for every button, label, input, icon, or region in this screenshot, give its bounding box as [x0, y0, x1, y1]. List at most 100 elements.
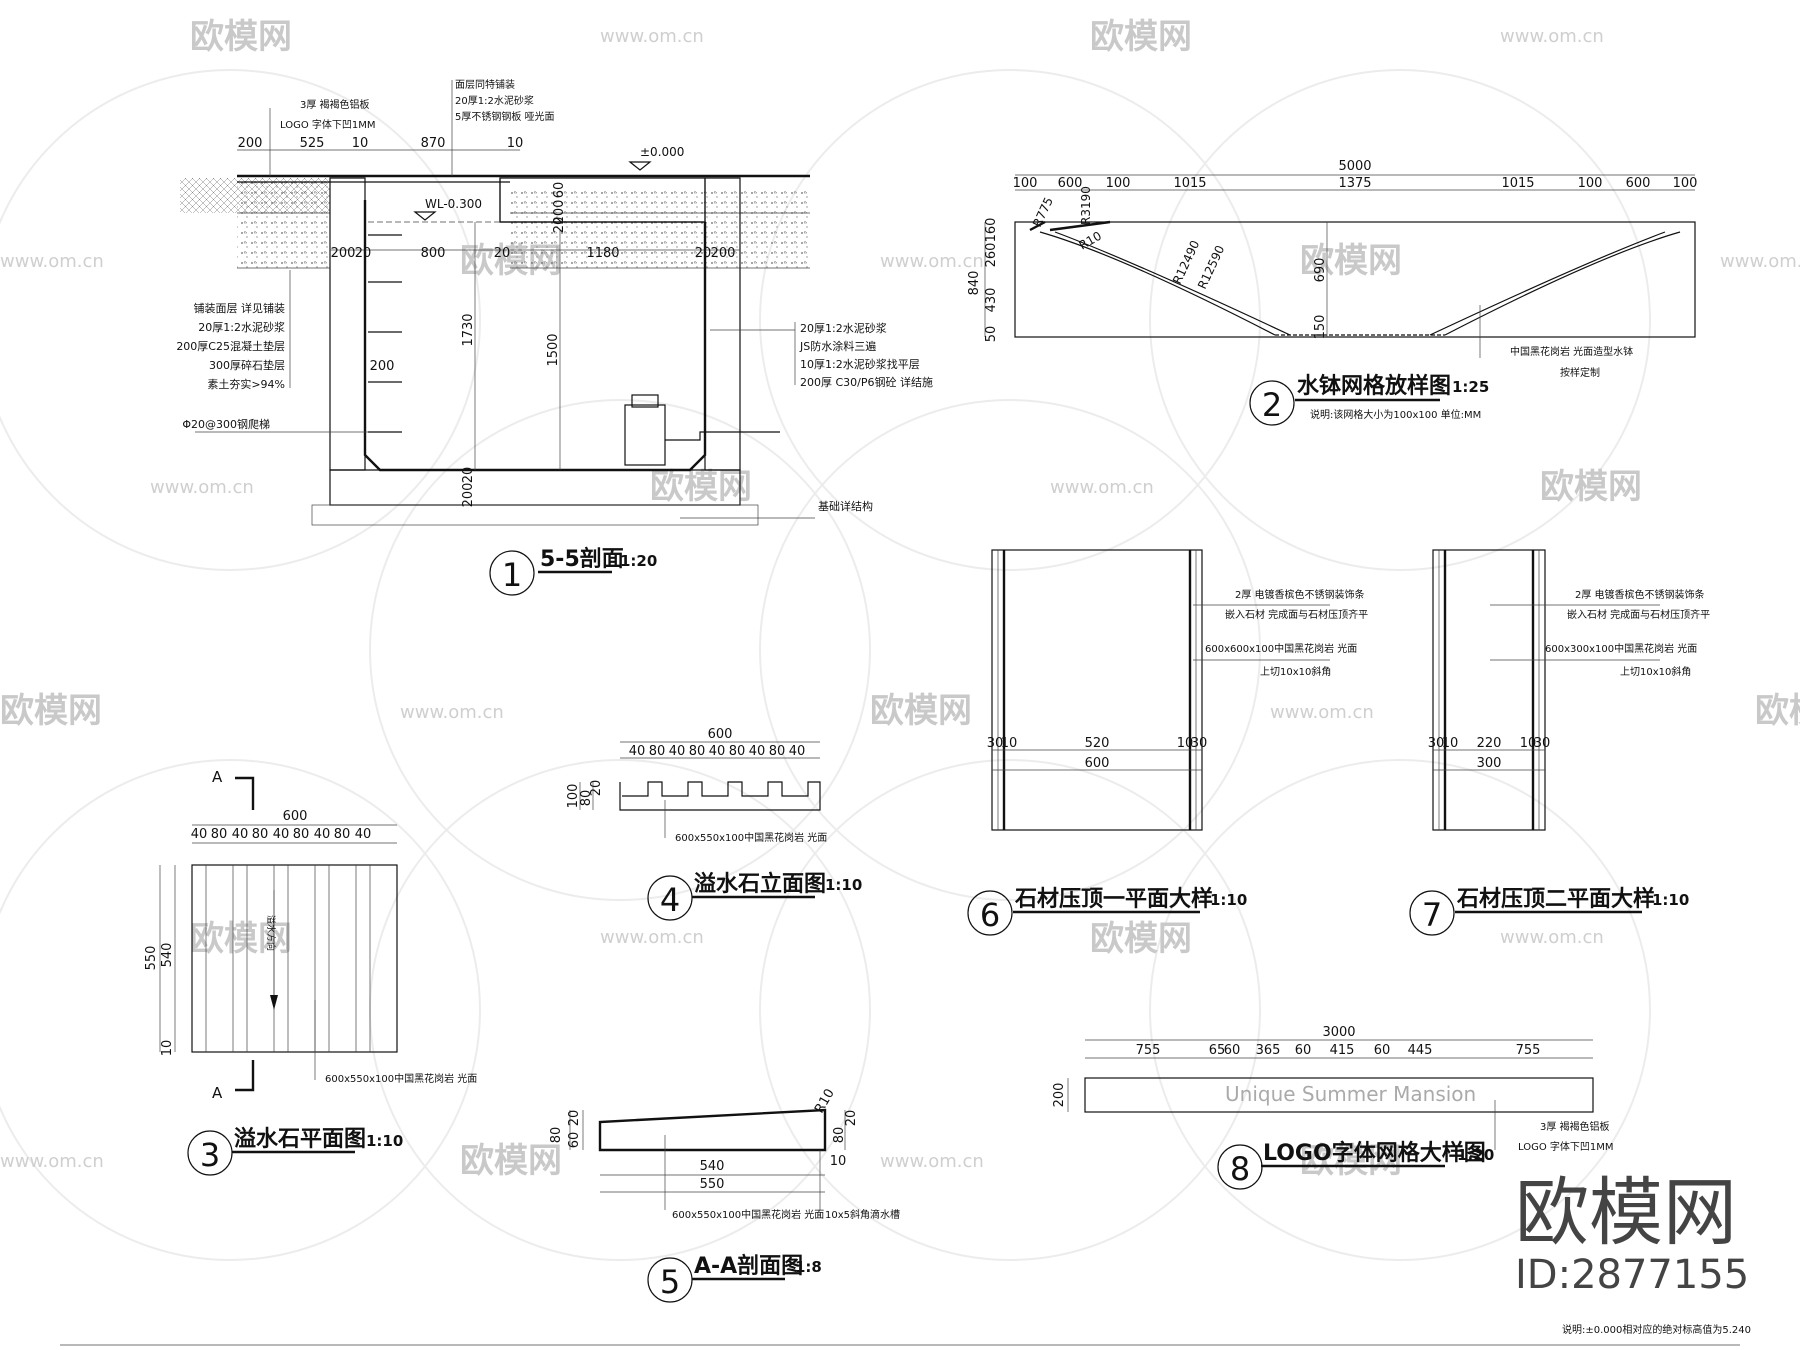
grid-outline [1014, 221, 1696, 338]
dim-text: 40 [355, 827, 372, 842]
dim-text: 520 [1085, 736, 1110, 751]
dim-text: 800 [421, 246, 446, 261]
dim-text: 10 [1520, 736, 1537, 751]
note: 600x550x100中国黑花岗岩 光面 [675, 831, 827, 844]
watermark-brand: 欧模网 [1300, 1141, 1402, 1181]
drawing-title: 5-5剖面 [540, 546, 624, 572]
note: 3厚 褐褐色铝板 [1540, 1120, 1610, 1133]
watermark-url: www.om.cn [1720, 251, 1800, 272]
note: 600x550x100中国黑花岗岩 光面 [672, 1208, 824, 1221]
note: 300厚碎石垫层 [209, 358, 285, 372]
drawing-7-coping-plan: 2厚 电镀香槟色不锈钢装饰条 嵌入石材 完成面与石材压顶齐平 600x300x1… [1409, 549, 1710, 936]
pump [624, 394, 780, 466]
dim-text: 50 [984, 326, 999, 343]
note: 600x550x100中国黑花岗岩 光面 [325, 1072, 477, 1085]
watermark-url: www.om.cn [1500, 927, 1604, 948]
note: 上切10x10斜角 [1260, 665, 1331, 678]
footer-note: 说明:±0.000相对应的绝对标高值为5.240 [1562, 1323, 1751, 1336]
drawing-number-circle [489, 550, 535, 596]
dim-text: 100 [1673, 176, 1698, 191]
dim-text: 365 [1256, 1043, 1281, 1058]
left-wall [329, 177, 366, 471]
dim-text: 525 [300, 136, 325, 151]
elevation-zero: ±0.000 [640, 145, 684, 159]
dim-text: 10 [1442, 736, 1459, 751]
dim-text: 100 [1578, 176, 1603, 191]
dim-text: 30 [987, 736, 1004, 751]
dim-text: 20 [355, 246, 372, 261]
drawing-6-coping-plan: 2厚 电镀香槟色不锈钢装饰条 嵌入石材 完成面与石材压顶齐平 600x600x1… [967, 549, 1368, 936]
dim-text: 600 [283, 809, 308, 824]
dim-text: 80 [252, 827, 269, 842]
watermark-url: www.om.cn [880, 1151, 984, 1172]
dim-text: 20 [695, 246, 712, 261]
dim-text: 600 [1626, 176, 1651, 191]
drawing-title: 石材压顶二平面大样 [1456, 886, 1655, 912]
dim-text: 200 [552, 200, 567, 225]
pool-inner-outline [363, 200, 707, 472]
dim-text: 40 [191, 827, 208, 842]
note: 10x5斜角滴水槽 [825, 1208, 900, 1221]
dim-text: 600 [708, 727, 733, 742]
watermark-brand: 欧模网 [650, 467, 752, 507]
dim-text: 20 [844, 1110, 859, 1127]
dim-text: 200 [711, 246, 736, 261]
drawing-scale: 1:20 [1457, 1146, 1494, 1164]
dim-text: 20 [589, 780, 604, 797]
dim-text: 10 [160, 1040, 175, 1057]
dim-text: 65 [1209, 1043, 1226, 1058]
note: 铺装面层 详见铺装 [194, 301, 286, 315]
watermark-brand: 欧模网 [190, 919, 292, 959]
dim-text: 150 [1313, 315, 1328, 340]
drawing-4-elevation: 600 40 80 40 80 40 80 40 80 40 100 80 20… [566, 727, 862, 921]
dim-text: 220 [1477, 736, 1502, 751]
radius-label: R10 [812, 1086, 838, 1116]
note: 600x600x100中国黑花岗岩 光面 [1205, 642, 1357, 655]
dim-text: 40 [273, 827, 290, 842]
dim-text: 415 [1330, 1043, 1355, 1058]
dim-text: 1500 [546, 333, 561, 366]
note: 嵌入石材 完成面与石材压顶齐平 [1567, 608, 1710, 621]
dim-text: 870 [421, 136, 446, 151]
dim-text: 60 [1295, 1043, 1312, 1058]
dim-text: 40 [629, 744, 646, 759]
dim-text: 20 [461, 467, 476, 484]
dim-text: 1730 [461, 313, 476, 346]
watermark-brand: 欧模网 [190, 17, 292, 57]
dim-text: 3000 [1322, 1025, 1355, 1040]
dim-text: 540 [160, 943, 175, 968]
note: 200厚C25混凝土垫层 [176, 339, 285, 353]
dim-text: 160 [984, 218, 999, 243]
dim-text: 40 [749, 744, 766, 759]
drawing-number: 1 [502, 556, 522, 594]
watermark-url: www.om.cn [0, 251, 104, 272]
note: LOGO 字体下凹1MM [280, 118, 376, 131]
note: LOGO 字体下凹1MM [1518, 1140, 1614, 1153]
watermark-url: www.om.cn [400, 702, 504, 723]
dim-text: 300 [1477, 756, 1502, 771]
dim-text: 1375 [1338, 176, 1371, 191]
dim-text: 40 [709, 744, 726, 759]
note: 2厚 电镀香槟色不锈钢装饰条 [1235, 588, 1365, 601]
drawing-scale: 1:10 [1652, 891, 1689, 909]
dim-text: 40 [314, 827, 331, 842]
dim-text: 20 [567, 1110, 582, 1127]
note: 中国黑花岗岩 光面造型水钵 [1510, 345, 1633, 358]
drawing-1-section: 200 525 10 870 10 200 20 800 20 1180 20 … [176, 78, 933, 596]
drawing-scale: 1:10 [366, 1132, 403, 1150]
drawing-5-section: 80 60 20 80 20 R10 540 550 10 600x550x10… [549, 1086, 900, 1303]
section-mark: A [212, 768, 223, 786]
dim-text: 80 [211, 827, 228, 842]
dim-text: 430 [984, 288, 999, 313]
drawing-title: 水钵网格放样图 [1297, 373, 1451, 399]
watermark-brand: 欧模网 [1540, 467, 1642, 507]
dim-text: 550 [700, 1177, 725, 1192]
watermark-url: www.om.cn [600, 26, 704, 47]
drawing-number: 2 [1262, 386, 1282, 424]
watermark-url: www.om.cn [1500, 26, 1604, 47]
dim-text: 1015 [1173, 176, 1206, 191]
dim-text: 200 [331, 246, 356, 261]
dim-text: 755 [1136, 1043, 1161, 1058]
note: 按样定制 [1560, 366, 1600, 379]
